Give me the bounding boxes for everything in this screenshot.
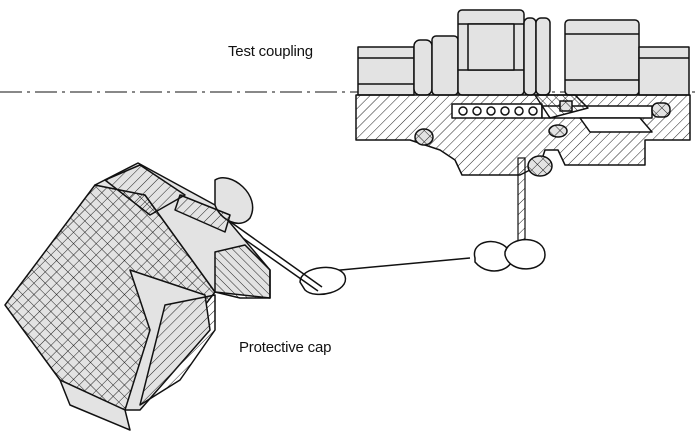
protective-cap bbox=[4, 162, 271, 431]
label-protective-cap: Protective cap bbox=[239, 339, 332, 356]
coupling-right-hex bbox=[564, 19, 640, 96]
coupling-left-collar bbox=[413, 39, 433, 96]
coupling-left-hex bbox=[357, 46, 415, 96]
cap-section-hatch bbox=[139, 294, 216, 406]
label-test-coupling: Test coupling bbox=[228, 43, 313, 60]
o-ring-mid bbox=[548, 124, 568, 138]
o-ring-left bbox=[414, 128, 434, 146]
coupling-ring-1 bbox=[523, 17, 537, 96]
o-ring-lower bbox=[527, 155, 553, 177]
test-coupling bbox=[355, 9, 691, 177]
cap-base bbox=[59, 379, 131, 431]
coupling-ring-2 bbox=[535, 17, 551, 96]
chain-rod bbox=[517, 157, 526, 251]
coupling-end-piece bbox=[638, 46, 690, 96]
coupling-mid-collar bbox=[431, 35, 459, 96]
